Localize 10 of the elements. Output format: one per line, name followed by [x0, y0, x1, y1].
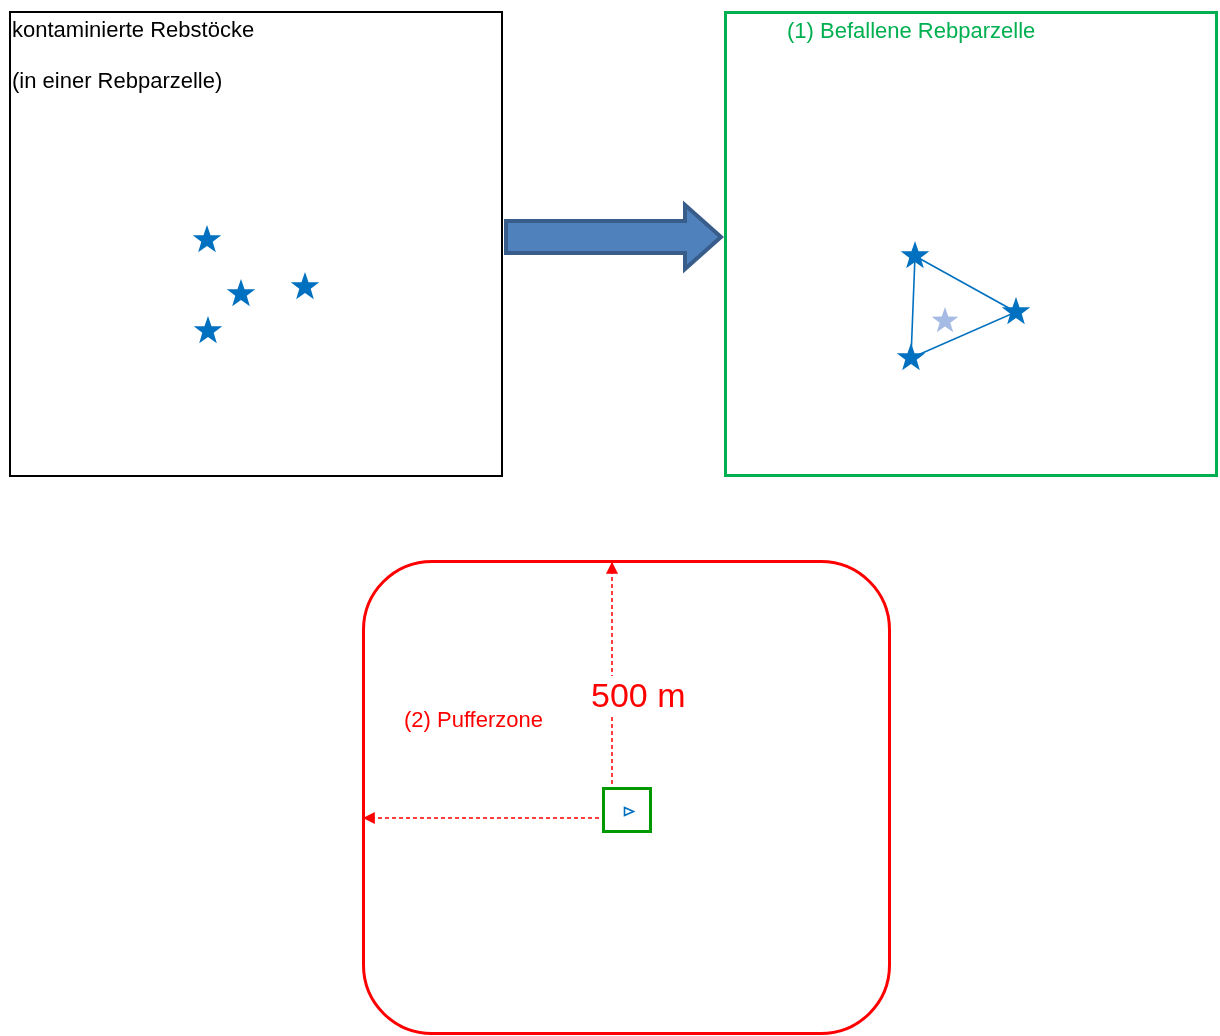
dashed-arrow [362, 812, 600, 824]
block-arrow [504, 200, 724, 274]
box-heading: (2) Pufferzone [404, 707, 543, 733]
parcel-box [9, 11, 503, 477]
box-subheading: (in einer Rebparzelle) [12, 68, 223, 94]
edge-label: 500 m [591, 676, 686, 716]
infested-parcel-box [724, 11, 1218, 477]
box-heading: kontaminierte Rebstöcke [12, 17, 255, 43]
parcel-marker-box [602, 787, 652, 833]
box-heading: (1) Befallene Rebparzelle [787, 18, 1036, 44]
